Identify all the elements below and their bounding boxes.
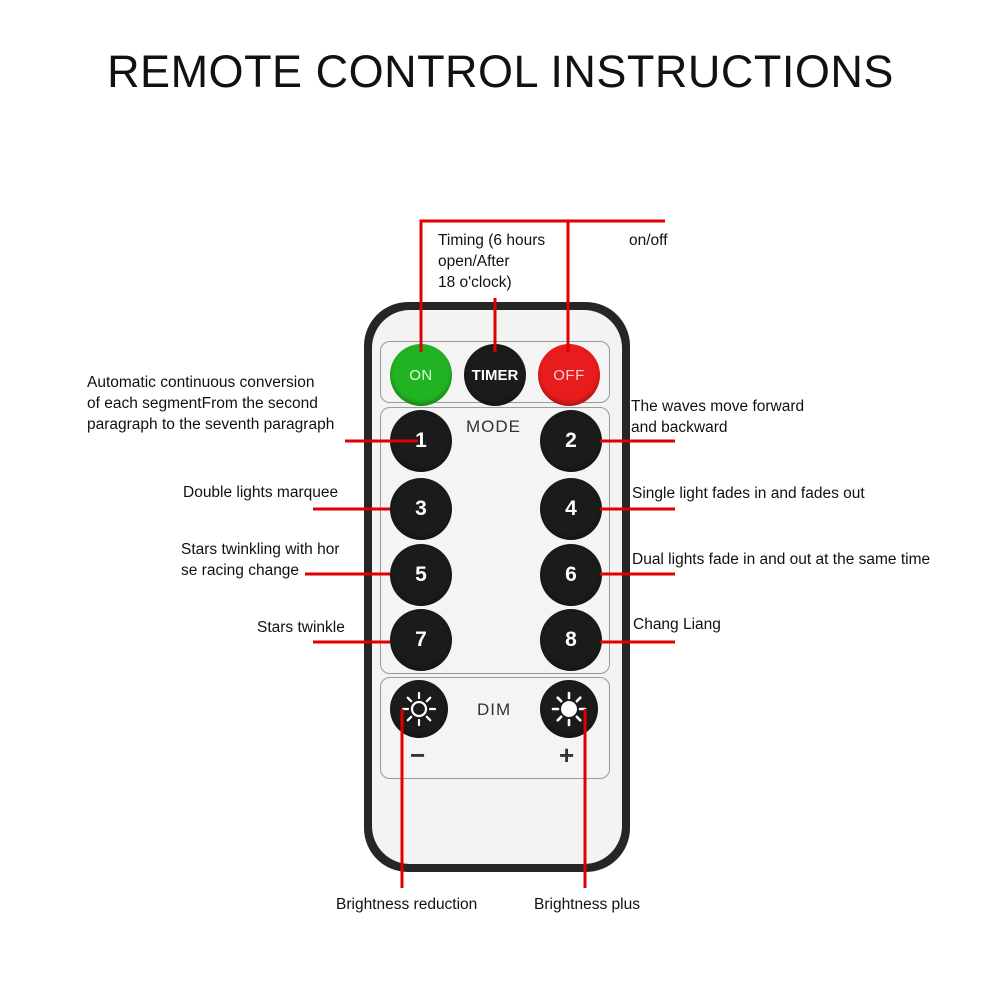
- onoff-annotation: on/off: [629, 232, 668, 249]
- mode-8-label: 8: [565, 628, 577, 651]
- mode-3-button[interactable]: 3: [390, 478, 452, 540]
- sun-filled-icon: [551, 691, 587, 727]
- minus-sign: −: [410, 740, 426, 770]
- mode-8-annotation: Chang Liang: [633, 616, 721, 633]
- timer-button-label: TIMER: [471, 366, 519, 384]
- mode-4-button[interactable]: 4: [540, 478, 602, 540]
- sun-outline-icon: [401, 691, 437, 727]
- mode-2-annotation-line: and backward: [631, 419, 728, 436]
- mode-2-annotation-line: The waves move forward: [631, 398, 805, 415]
- dim-minus-button[interactable]: [390, 680, 448, 738]
- plus-sign: +: [559, 740, 575, 770]
- on-button[interactable]: ON: [390, 344, 452, 406]
- dim-minus-annotation: Brightness reduction: [336, 896, 478, 913]
- dim-plus-button[interactable]: [540, 680, 598, 738]
- timer-annotation-line: Timing (6 hours: [438, 232, 546, 249]
- page-title: REMOTE CONTROL INSTRUCTIONS: [107, 46, 894, 97]
- on-button-label: ON: [409, 366, 433, 384]
- mode-7-button[interactable]: 7: [390, 609, 452, 671]
- mode-label: MODE: [466, 417, 521, 436]
- timer-annotation: Timing (6 hours open/After 18 o'clock): [438, 230, 545, 293]
- mode-3-annotation: Double lights marquee: [183, 484, 339, 501]
- mode-1-label: 1: [415, 429, 427, 452]
- off-button-label: OFF: [553, 366, 585, 384]
- mode-5-label: 5: [415, 563, 427, 586]
- mode-2-label: 2: [565, 429, 577, 452]
- mode-5-annotation-line: Stars twinkling with hor: [181, 541, 340, 558]
- mode-5-annotation-line: se racing change: [181, 562, 300, 579]
- mode-7-label: 7: [415, 628, 427, 651]
- mode-5-annotation: Stars twinkling with hor se racing chang…: [181, 539, 340, 581]
- dim-label: DIM: [477, 700, 512, 719]
- mode-8-button[interactable]: 8: [540, 609, 602, 671]
- mode-1-annotation: Automatic continuous conversion of each …: [87, 372, 334, 435]
- dim-plus-annotation: Brightness plus: [534, 896, 640, 913]
- mode-4-annotation: Single light fades in and fades out: [632, 485, 865, 502]
- timer-annotation-line: 18 o'clock): [438, 274, 512, 291]
- mode-2-button[interactable]: 2: [540, 410, 602, 472]
- mode-2-annotation: The waves move forward and backward: [631, 396, 804, 438]
- mode-4-label: 4: [565, 497, 577, 520]
- mode-1-annotation-line: Automatic continuous conversion: [87, 374, 315, 391]
- mode-5-button[interactable]: 5: [390, 544, 452, 606]
- mode-1-annotation-line: of each segmentFrom the second: [87, 395, 318, 412]
- timer-button[interactable]: TIMER: [464, 344, 526, 406]
- mode-6-annotation: Dual lights fade in and out at the same …: [632, 551, 931, 568]
- onoff-leader-line: [419, 219, 665, 352]
- mode-6-label: 6: [565, 563, 577, 586]
- mode-6-button[interactable]: 6: [540, 544, 602, 606]
- mode-1-annotation-line: paragraph to the seventh paragraph: [87, 416, 335, 433]
- off-button[interactable]: OFF: [538, 344, 600, 406]
- mode-3-label: 3: [415, 497, 427, 520]
- mode-7-annotation: Stars twinkle: [257, 619, 345, 636]
- timer-annotation-line: open/After: [438, 253, 510, 270]
